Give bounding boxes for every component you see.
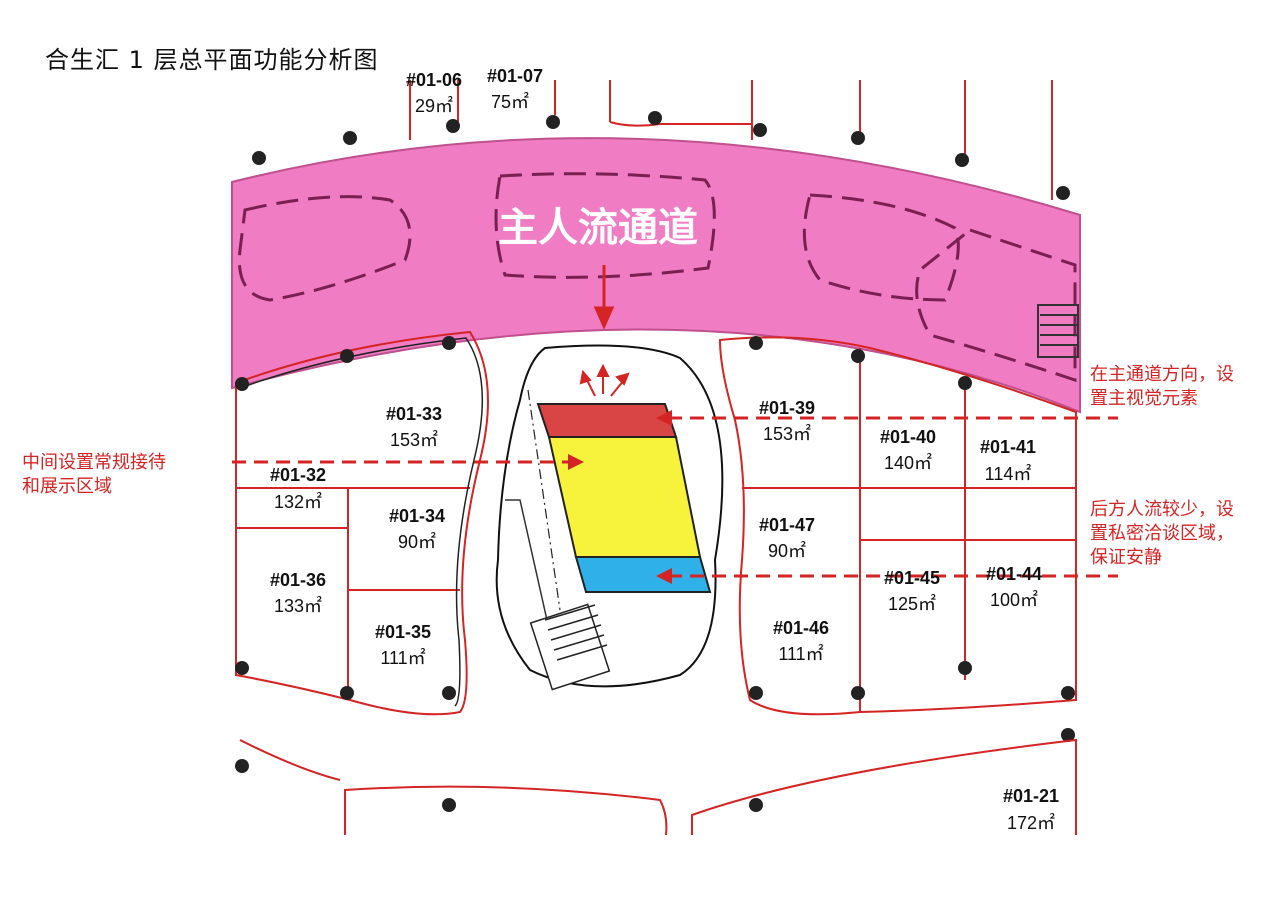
unit-area: 153㎡ [763,423,811,444]
corridor-arrow [593,265,615,330]
unit-area: 114㎡ [985,463,1032,484]
annotation-line: 保证安静 [1090,547,1162,568]
rear-zone [574,556,712,593]
middle-zone [547,436,702,558]
unit-area: 111㎡ [778,643,823,664]
exhibition-zones [536,403,712,593]
unit-number: #01-32 [270,465,326,485]
main-corridor-label: 主人流通道 [498,205,698,251]
unit-area: 29㎡ [415,95,453,116]
unit-area: 132㎡ [274,491,322,512]
annotation-line: 和展示区域 [22,476,112,497]
left-shop-walls [235,330,489,716]
annotation-private-area: 后方人流较少，设 置私密洽谈区域， 保证安静 [1090,498,1234,570]
unit-area: 90㎡ [398,531,436,552]
unit-number: #01-06 [406,70,462,90]
annotation-line: 在主通道方向，设 [1090,364,1234,385]
annotation-leaders [232,416,1118,578]
unit-area: 140㎡ [884,452,932,473]
annotation-reception: 中间设置常规接待 和展示区域 [22,451,166,499]
unit-area: 133㎡ [274,595,322,616]
unit-number: #01-33 [386,404,442,424]
visual-arrows [579,363,630,397]
annotation-main-visual: 在主通道方向，设 置主视觉元素 [1090,363,1234,411]
annotation-line: 中间设置常规接待 [22,452,166,473]
unit-number: #01-47 [759,515,815,535]
unit-number: #01-36 [270,570,326,590]
unit-number: #01-34 [389,506,445,526]
unit-number: #01-44 [986,564,1042,584]
unit-number: #01-21 [1003,786,1059,806]
left-shop-outline [239,337,484,707]
unit-number: #01-46 [773,618,829,638]
lower-shop-walls [239,738,1077,836]
annotation-line: 置私密洽谈区域， [1090,523,1234,544]
unit-number: #01-07 [487,66,543,86]
unit-number: #01-41 [980,437,1036,457]
escalator-right [1037,304,1079,358]
annotation-line: 置主视觉元素 [1090,388,1198,409]
annotation-line: 后方人流较少，设 [1090,499,1234,520]
arrowheads [568,410,672,584]
unit-area: 125㎡ [888,593,936,614]
unit-area: 75㎡ [491,91,529,112]
unit-number: #01-35 [375,622,431,642]
unit-number: #01-45 [884,568,940,588]
unit-area: 172㎡ [1007,812,1055,833]
corridor-islands [237,172,1077,383]
unit-area: 90㎡ [768,540,806,561]
unit-area: 111㎡ [380,647,425,668]
stair-block [529,603,611,691]
unit-number: #01-40 [880,427,936,447]
top-shops [409,80,1053,200]
front-zone [536,403,678,438]
unit-area: 153㎡ [390,429,438,450]
unit-number: #01-39 [759,398,815,418]
columns [235,111,1075,812]
unit-area: 100㎡ [990,589,1038,610]
page-title: 合生汇 1 层总平面功能分析图 [45,46,379,74]
right-shop-walls [718,336,1077,716]
unit-labels: #01-33 153㎡ #01-32 132㎡ #01-34 90㎡ #01-3… [270,66,1059,833]
